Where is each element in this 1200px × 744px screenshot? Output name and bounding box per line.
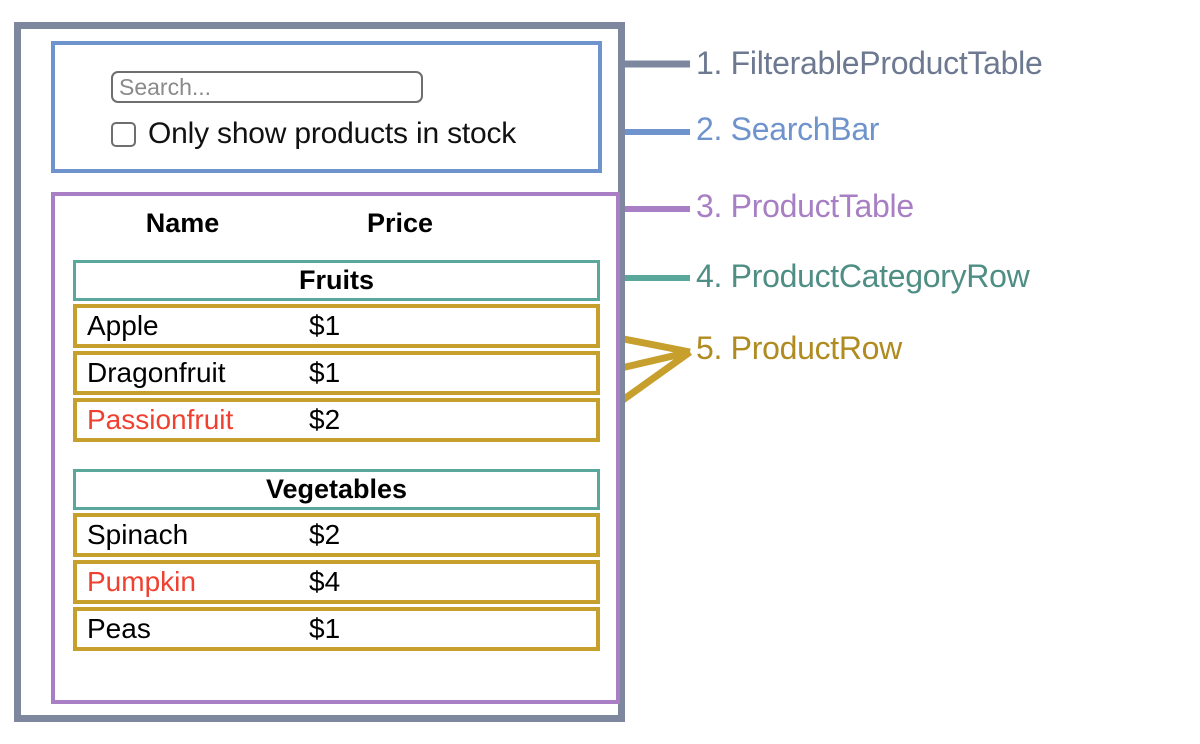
column-header-price: Price: [366, 208, 434, 238]
in-stock-checkbox-row[interactable]: Only show products in stock: [111, 117, 516, 151]
product-row: Peas $1: [73, 607, 600, 651]
product-category-row: Fruits: [73, 260, 600, 301]
search-bar-frame: Only show products in stock: [51, 41, 602, 173]
product-price: $2: [309, 404, 341, 435]
table-header-row: Name Price: [55, 208, 606, 239]
product-price: $4: [309, 566, 341, 597]
product-price: $2: [309, 519, 341, 550]
column-header-name: Name: [145, 208, 220, 238]
product-row: Spinach $2: [73, 513, 600, 557]
product-name: Pumpkin: [87, 566, 196, 597]
product-row: Passionfruit $2: [73, 398, 600, 442]
product-table-frame: Name Price Fruits Apple $1 Dragonfruit $…: [51, 192, 620, 704]
product-price: $1: [309, 357, 341, 388]
product-name: Apple: [87, 310, 159, 341]
product-category-row: Vegetables: [73, 469, 600, 510]
product-name: Passionfruit: [87, 404, 234, 435]
annotation-label-product-row: 5. ProductRow: [696, 330, 902, 366]
product-name: Peas: [87, 613, 151, 644]
annotation-label-product-table: 3. ProductTable: [696, 188, 914, 224]
product-name: Dragonfruit: [87, 357, 226, 388]
annotation-label-search-bar: 2. SearchBar: [696, 111, 880, 147]
product-price: $1: [309, 310, 341, 341]
filterable-product-table-frame: Only show products in stock Name Price F…: [14, 22, 625, 722]
product-price: $1: [309, 613, 341, 644]
product-table-body: Fruits Apple $1 Dragonfruit $1 Passionfr…: [73, 260, 600, 654]
checkbox-icon[interactable]: [111, 121, 136, 147]
product-row: Pumpkin $4: [73, 560, 600, 604]
search-input[interactable]: [111, 71, 423, 103]
annotation-label-filterable-product-table: 1. FilterableProductTable: [696, 45, 1043, 81]
product-name: Spinach: [87, 519, 189, 550]
product-row: Dragonfruit $1: [73, 351, 600, 395]
annotation-label-product-category-row: 4. ProductCategoryRow: [696, 258, 1030, 294]
in-stock-checkbox-label: Only show products in stock: [148, 117, 517, 150]
product-row: Apple $1: [73, 304, 600, 348]
